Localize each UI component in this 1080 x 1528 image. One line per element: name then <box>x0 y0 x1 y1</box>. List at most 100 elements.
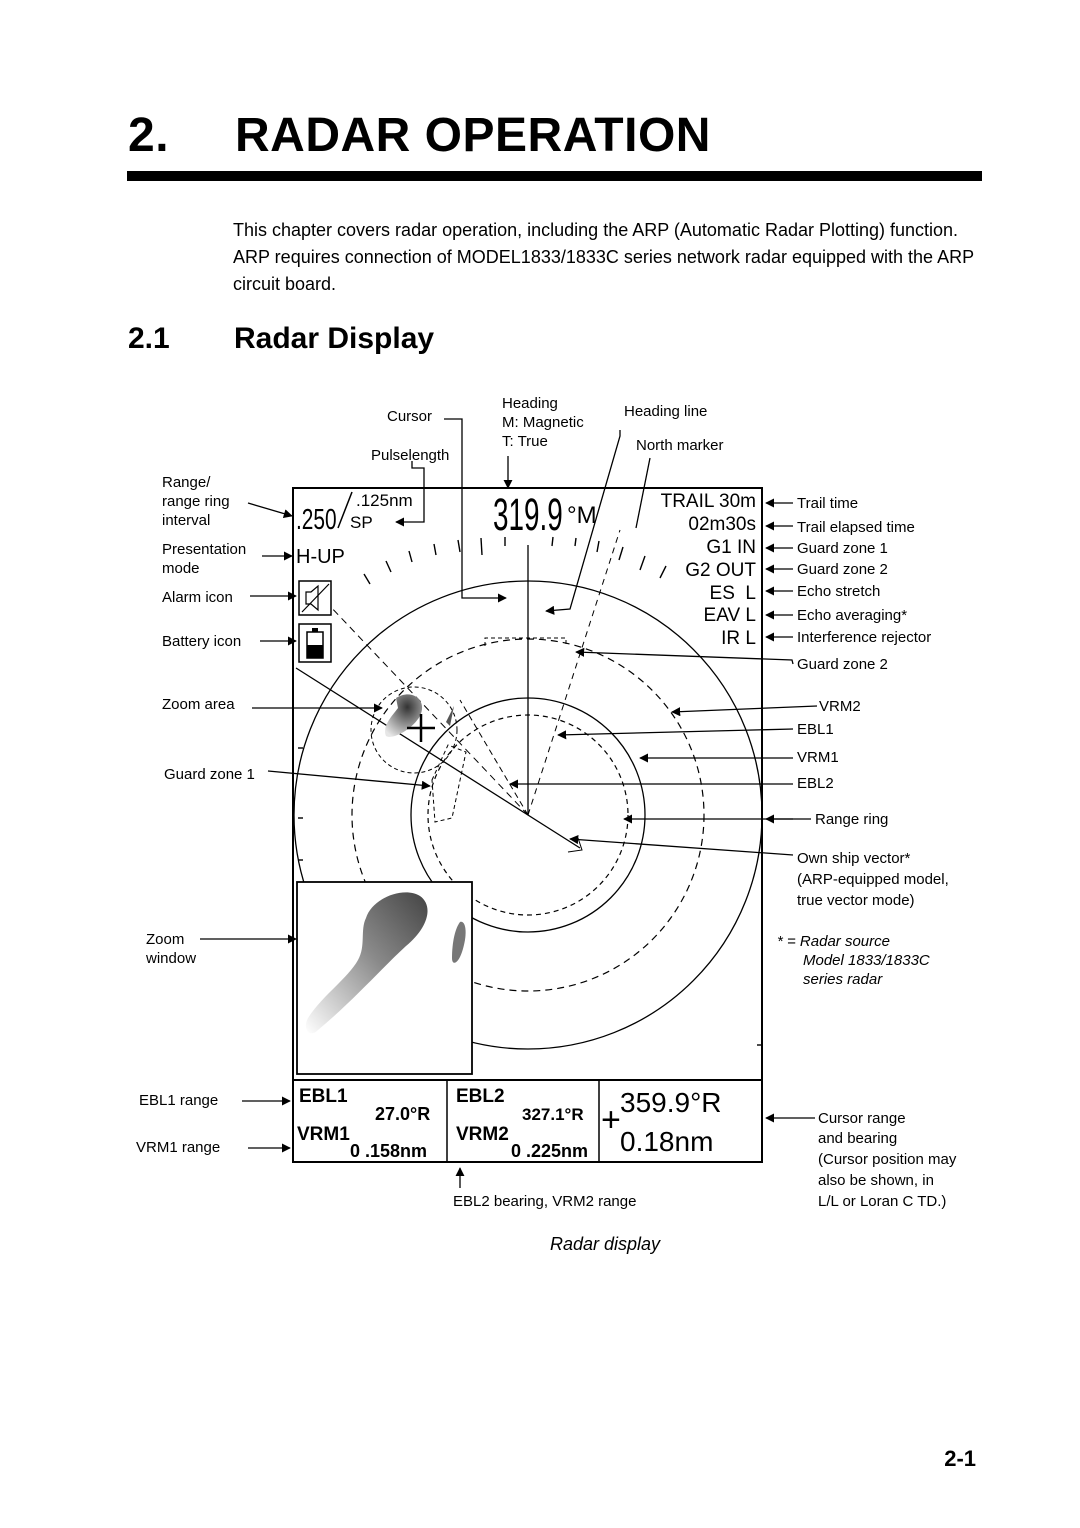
trail-time: TRAIL 30m <box>661 491 756 512</box>
chapter-title-text: RADAR OPERATION <box>235 109 711 162</box>
ebl2-callout: EBL2 <box>797 775 834 792</box>
heading-value: 319.9 <box>493 489 563 539</box>
battery-icon <box>298 623 332 663</box>
guard-zone-2-status: G2 OUT <box>685 560 756 581</box>
presentation-callout-2: mode <box>162 560 200 577</box>
chapter-number: 2. <box>128 109 170 162</box>
echo-averaging-callout: Echo averaging* <box>797 607 907 624</box>
zoom-area-echo <box>385 694 423 737</box>
echo-averaging-status: EAV L <box>704 605 756 626</box>
vrm2-callout: VRM2 <box>819 698 861 715</box>
radar-plot <box>293 529 762 1050</box>
page-number: 2-1 <box>944 1446 976 1471</box>
heading-unit: °M <box>567 502 597 529</box>
zoom-area <box>370 686 458 774</box>
own-ship-callout-1: Own ship vector* <box>797 850 911 867</box>
guard-zone-2-status-callout: Guard zone 2 <box>797 561 888 578</box>
presentation-mode: H-UP <box>296 546 345 568</box>
cursor-range-callout-3: (Cursor position may <box>818 1151 957 1168</box>
own-ship-callout-3: true vector mode) <box>797 892 915 909</box>
guard-zone-1-status: G1 IN <box>706 537 756 558</box>
vrm1-range-callout: VRM1 range <box>136 1139 220 1156</box>
section-number: 2.1 <box>128 322 170 355</box>
section-title: 2.1 Radar Display <box>128 322 434 356</box>
trail-elapsed-callout: Trail elapsed time <box>797 519 915 536</box>
figure-caption: Radar display <box>549 1234 661 1254</box>
ebl2-value: 327.1°R <box>522 1105 584 1124</box>
heading-line-callout: Heading line <box>624 403 707 420</box>
section-title-text: Radar Display <box>234 322 435 355</box>
range-ring-callout: Range ring <box>815 811 888 828</box>
left-callouts: Range/ range ring interval Presentation … <box>136 474 255 1156</box>
presentation-callout-1: Presentation <box>162 541 246 558</box>
ebl1-callout: EBL1 <box>797 721 834 738</box>
heading-callout-1: Heading <box>502 395 558 412</box>
zoom-area-callout: Zoom area <box>162 696 235 713</box>
footnote-1: * = Radar source <box>777 933 890 950</box>
chapter-rule <box>127 171 982 181</box>
vrm1-value: 0 .158nm <box>350 1141 427 1161</box>
bearing-scale <box>298 536 762 1046</box>
top-callouts: Cursor Pulselength Heading M: Magnetic T… <box>371 395 724 464</box>
zoom-window-echo <box>305 892 428 1034</box>
guard-zone-1-callout: Guard zone 1 <box>164 766 255 783</box>
ebl-vrm-readouts: EBL1 27.0°R VRM1 0 .158nm EBL2 327.1°R V… <box>297 1086 588 1161</box>
echo-stretch-callout: Echo stretch <box>797 583 880 600</box>
ebl1-range-callout: EBL1 range <box>139 1092 218 1109</box>
vrm1-label: VRM1 <box>297 1124 350 1145</box>
battery-icon-callout: Battery icon <box>162 633 241 650</box>
vrm2-value: 0 .225nm <box>511 1141 588 1161</box>
own-ship-vector <box>295 667 581 849</box>
zoom-window-callout-2: window <box>145 950 196 967</box>
intro-paragraph: This chapter covers radar operation, inc… <box>233 220 974 294</box>
cursor-range-callout-4: also be shown, in <box>818 1172 934 1189</box>
cursor-callout: Cursor <box>387 408 432 425</box>
zoom-window-callout-1: Zoom <box>146 931 184 948</box>
guard-zone-1-status-callout: Guard zone 1 <box>797 540 888 557</box>
ring-interval: .125nm <box>356 491 413 510</box>
ebl2-label: EBL2 <box>456 1086 505 1107</box>
guard-zone-2 <box>484 637 567 646</box>
range-callout-3: interval <box>162 512 210 529</box>
north-marker-callout: North marker <box>636 437 724 454</box>
cursor-bearing: 359.9°R <box>620 1087 722 1118</box>
footnote-3: series radar <box>803 971 883 988</box>
cursor-range: 0.18nm <box>620 1126 713 1157</box>
trail-elapsed: 02m30s <box>688 514 756 535</box>
guard-zone-1 <box>431 744 467 823</box>
range-callout-2: range ring <box>162 493 230 510</box>
heading-callout-2: M: Magnetic <box>502 414 584 431</box>
guard-zone-2-callout: Guard zone 2 <box>797 656 888 673</box>
interference-rejector-status: IR L <box>721 628 756 649</box>
interference-rejector-callout: Interference rejector <box>797 629 931 646</box>
cursor-icon <box>407 714 435 742</box>
status-column: TRAIL 30m 02m30s G1 IN G2 OUT ES L EAV L… <box>661 491 757 649</box>
right-callouts: Trail time Trail elapsed time Guard zone… <box>777 495 957 1210</box>
echo-stretch-status: ES L <box>710 583 756 604</box>
ebl1-line <box>459 699 529 816</box>
pulselength-value: SP <box>350 513 373 532</box>
alarm-icon-callout: Alarm icon <box>162 589 233 606</box>
cursor-range-callout-5: L/L or Loran C TD.) <box>818 1193 946 1210</box>
range-callout-1: Range/ <box>162 474 211 491</box>
own-ship-callout-2: (ARP-equipped model, <box>797 871 949 888</box>
ebl2-bearing-callout: EBL2 bearing, VRM2 range <box>453 1193 636 1210</box>
range-value: .250 <box>296 504 337 536</box>
chapter-title: 2. RADAR OPERATION <box>128 108 711 163</box>
vrm1-callout: VRM1 <box>797 749 839 766</box>
alarm-icon <box>298 580 332 616</box>
cursor-range-callout-1: Cursor range <box>818 1110 906 1127</box>
north-marker <box>527 529 621 816</box>
zoom-window <box>296 881 473 1075</box>
vrm2-label: VRM2 <box>456 1124 509 1145</box>
ebl1-label: EBL1 <box>299 1086 348 1107</box>
heading-callout-3: T: True <box>502 433 548 450</box>
pulselength-callout: Pulselength <box>371 447 449 464</box>
cursor-symbol: + <box>601 1101 621 1139</box>
range-divider <box>337 491 353 529</box>
cursor-range-callout-2: and bearing <box>818 1130 897 1147</box>
ebl1-value: 27.0°R <box>375 1104 430 1124</box>
footnote-2: Model 1833/1833C <box>803 952 930 969</box>
trail-time-callout: Trail time <box>797 495 858 512</box>
